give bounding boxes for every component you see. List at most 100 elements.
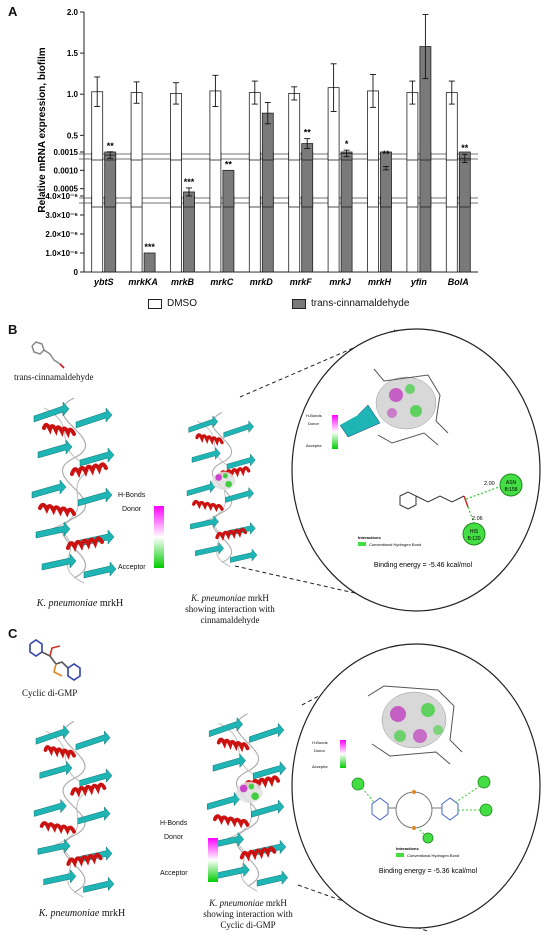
x-tick-label: mrkD bbox=[250, 277, 274, 287]
x-tick-label: ybtS bbox=[93, 277, 114, 287]
legend-label-treated: trans-cinnamaldehyde bbox=[311, 298, 410, 309]
interactions-title-c: Interactions bbox=[396, 846, 419, 851]
x-tick-label: mrkF bbox=[290, 277, 313, 287]
caption-b-left: K. pneumoniae mrkH bbox=[10, 598, 150, 609]
zoom-ellipse-c: H-Bonds Donor Acceptor Interactions Conv… bbox=[291, 643, 541, 929]
y-tick-label: 4.0×10⁻⁶ bbox=[45, 192, 78, 201]
y-tick-label: 1.5 bbox=[67, 49, 79, 58]
hbond-donor-label-c: Donor bbox=[164, 834, 184, 841]
panel-b-letter: B bbox=[8, 322, 18, 337]
y-tick-label: 0.5 bbox=[67, 131, 79, 140]
zoom-acceptor-c: Acceptor bbox=[312, 764, 328, 769]
hbond-distance-1: 2.00 bbox=[484, 481, 495, 487]
y-tick-label: 2.0 bbox=[67, 8, 79, 17]
cinnamaldehyde-structure bbox=[31, 341, 65, 369]
cyclic-di-gmp-structure bbox=[29, 639, 81, 681]
zoom-acceptor-b: Acceptor bbox=[306, 443, 322, 448]
caption-b-mid-line1: mrkH bbox=[245, 593, 269, 603]
y-tick-label: 1.0×10⁻⁶ bbox=[45, 249, 78, 258]
legend-swatch-dmso bbox=[148, 298, 162, 309]
significance-marker: ** bbox=[225, 159, 233, 169]
protein-structure-c-left bbox=[33, 720, 115, 898]
hbond-donor-label-b: Donor bbox=[122, 506, 142, 513]
caption-b-mid-species: K. pneumoniae bbox=[191, 593, 246, 603]
caption-c-left: K. pneumoniae mrkH bbox=[12, 908, 152, 919]
caption-b-left-protein: mrkH bbox=[97, 598, 124, 609]
hbond-distance-2: 2.06 bbox=[472, 516, 483, 522]
x-tick-label: mrkC bbox=[210, 277, 234, 287]
significance-marker: ** bbox=[382, 149, 390, 159]
interactions-title-b: Interactions bbox=[358, 535, 381, 540]
x-tick-label: BolA bbox=[448, 277, 469, 287]
hbond-legend-c: H-Bonds Donor Acceptor bbox=[160, 820, 220, 900]
hbond-gradient-c bbox=[208, 838, 218, 882]
interaction-type-c: Conventional Hydrogen Bond bbox=[407, 853, 459, 858]
bar-treated-mrkC bbox=[222, 169, 235, 208]
caption-b-mid-line3: cinnamaldehyde bbox=[200, 615, 260, 625]
caption-b-left-species: K. pneumoniae bbox=[36, 598, 98, 609]
y-tick-label: 0.0010 bbox=[54, 166, 79, 175]
x-tick-label: mrkJ bbox=[329, 277, 352, 287]
residue-his-num: B:120 bbox=[467, 536, 480, 542]
legend-swatch-treated bbox=[292, 298, 306, 309]
y-tick-label: 2.0×10⁻⁶ bbox=[45, 230, 78, 239]
zoom-donor-b: Donor bbox=[308, 421, 320, 426]
ligand-label-b: trans-cinnamaldehyde bbox=[14, 372, 94, 382]
caption-c-mid: K. pneumoniae mrkH showing interaction w… bbox=[188, 898, 308, 931]
protein-structure-b-mid bbox=[186, 412, 258, 568]
bar-treated-mrkKA bbox=[143, 252, 156, 273]
bar-treated-BolA-seg1 bbox=[458, 151, 471, 208]
bar-treated-mrkH-seg1 bbox=[380, 151, 392, 208]
ligand-label-c: Cyclic di-GMP bbox=[22, 688, 78, 698]
hbond-title-c: H-Bonds bbox=[160, 820, 188, 827]
caption-c-mid-line1: mrkH bbox=[263, 898, 287, 908]
caption-c-mid-line3: Cyclic di-GMP bbox=[220, 920, 276, 930]
caption-c-left-protein: mrkH bbox=[99, 908, 126, 919]
residue-his-label: HIS bbox=[470, 529, 479, 535]
hbond-title-b: H-Bonds bbox=[118, 492, 146, 499]
legend-dmso: DMSO bbox=[148, 298, 197, 309]
caption-c-left-species: K. pneumoniae bbox=[38, 908, 100, 919]
binding-energy-c: Binding energy = -5.36 kcal/mol bbox=[379, 868, 478, 875]
y-tick-label: 3.0×10⁻⁶ bbox=[45, 211, 78, 220]
binding-energy-b: Binding energy = -5.46 kcal/mol bbox=[374, 562, 473, 569]
protein-structure-c-mid bbox=[207, 713, 289, 892]
significance-marker: ** bbox=[461, 143, 469, 153]
significance-marker: *** bbox=[144, 242, 155, 252]
protein-structure-b-left bbox=[31, 397, 117, 584]
panel-a-letter: A bbox=[8, 4, 18, 19]
residue-asn-label: ASN bbox=[506, 480, 517, 486]
x-tick-label: mrkKA bbox=[128, 277, 158, 287]
legend-label-dmso: DMSO bbox=[167, 298, 197, 309]
y-tick-label: 0.0005 bbox=[54, 185, 79, 194]
y-tick-label: 0.0015 bbox=[54, 148, 79, 157]
y-tick-label: 0 bbox=[74, 268, 79, 277]
hbond-acceptor-label-c: Acceptor bbox=[160, 870, 188, 877]
bar-dmso-mrkF bbox=[288, 93, 301, 161]
x-tick-label: yfin bbox=[410, 277, 428, 287]
zoom-ellipse-b: H-Bonds Donor Acceptor ASN B:158 HIS B:1… bbox=[291, 328, 541, 612]
y-axis-label: Relative mRNA expression, biofilm bbox=[37, 47, 48, 212]
hbond-acceptor-label-b: Acceptor bbox=[118, 564, 146, 571]
bar-chart: Relative mRNA expression, biofilm 0 1.0×1… bbox=[37, 8, 478, 287]
caption-b-mid: K. pneumoniae mrkH showing interaction w… bbox=[170, 593, 290, 626]
significance-marker: * bbox=[345, 139, 349, 149]
legend-treated: trans-cinnamaldehyde bbox=[292, 298, 409, 309]
x-tick-label: mrkB bbox=[171, 277, 195, 287]
zoom-donor-c: Donor bbox=[314, 748, 326, 753]
caption-c-mid-species: K. pneumoniae bbox=[209, 898, 264, 908]
significance-marker: *** bbox=[184, 177, 195, 187]
hbond-legend-b: H-Bonds Donor Acceptor bbox=[118, 492, 178, 592]
hbond-gradient-b bbox=[154, 506, 164, 568]
caption-c-mid-line2: showing interaction with bbox=[203, 909, 293, 919]
significance-marker: ** bbox=[304, 128, 312, 138]
interaction-type-b: Conventional Hydrogen Bond bbox=[369, 542, 421, 547]
x-tick-label: mrkH bbox=[368, 277, 392, 287]
caption-b-mid-line2: showing interaction with bbox=[185, 604, 275, 614]
bar-treated-mrkB-seg0 bbox=[183, 195, 195, 273]
zoom-hbond-title-b: H-Bonds bbox=[306, 413, 322, 418]
panel-c-letter: C bbox=[8, 626, 18, 641]
zoom-hbond-title-c: H-Bonds bbox=[312, 740, 328, 745]
significance-marker: ** bbox=[107, 141, 115, 151]
y-tick-label: 1.0 bbox=[67, 90, 79, 99]
